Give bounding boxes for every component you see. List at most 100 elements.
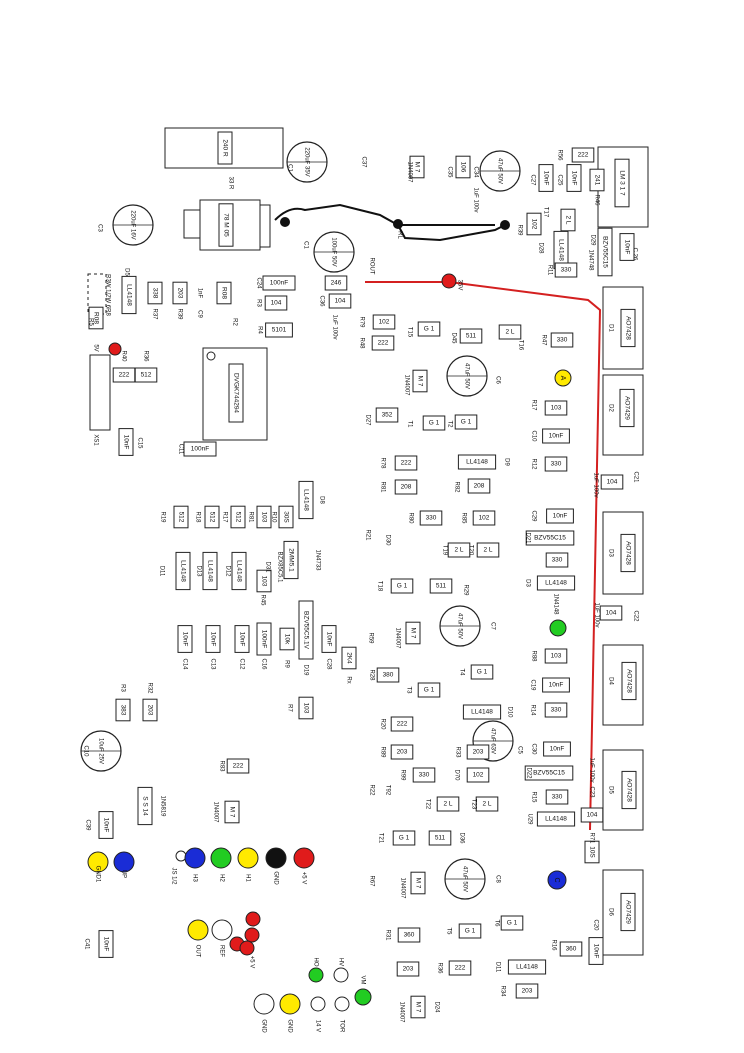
component-body <box>230 505 246 529</box>
reference-label: D10 <box>506 706 512 718</box>
capacitor-value: 47uF 50V <box>456 613 462 639</box>
component-body <box>324 275 348 291</box>
component-body <box>397 927 421 943</box>
component-value: M 7 <box>414 1002 421 1013</box>
test-pad <box>211 919 233 941</box>
component-body <box>550 332 574 348</box>
reference-label: R9 <box>283 660 289 668</box>
reference-label: R28 <box>368 669 374 681</box>
test-pad <box>237 847 259 869</box>
reference-label: R39 <box>516 224 522 236</box>
capacitor-value: 100uF 50V <box>330 237 336 266</box>
component-body <box>614 158 630 208</box>
component-body <box>321 625 337 653</box>
reference-label: H1 <box>244 874 250 882</box>
component-body <box>476 542 500 558</box>
component-body <box>234 625 250 653</box>
component-body <box>409 155 425 179</box>
component-body <box>217 131 233 165</box>
component-value: 511 <box>436 583 447 590</box>
reference-label: D22 <box>525 767 531 779</box>
reference-label: R20 <box>379 718 385 730</box>
reference-label: R21 <box>364 529 370 541</box>
component-value: 2K4 <box>345 652 352 664</box>
reference-label: R89 <box>379 746 385 758</box>
component-value: 103 <box>551 653 562 660</box>
reference-label: 1N4007 <box>212 801 218 823</box>
reference-label: T2 <box>446 420 452 428</box>
component-value: BZV55C5.1V <box>302 611 309 650</box>
component-body <box>175 551 191 591</box>
component-body <box>472 510 496 526</box>
reference-label: C7 <box>489 622 495 630</box>
component-body <box>620 892 636 932</box>
reference-label: D28 <box>537 242 543 254</box>
component-value: 203 <box>522 988 533 995</box>
component-body <box>173 505 189 529</box>
test-pad <box>239 940 255 956</box>
component-value: 246 <box>331 280 342 287</box>
component-body <box>390 578 414 594</box>
reference-label: 1N4007 <box>399 877 405 899</box>
component-value: M 7 <box>413 162 420 173</box>
reference-label: 1N4007 <box>398 1001 404 1023</box>
reference-label: 1uF 100v <box>588 757 594 782</box>
capacitor-value: 220uF 16V <box>129 210 135 239</box>
test-pad <box>175 850 187 862</box>
component-value: 203 <box>403 966 414 973</box>
component-body <box>589 168 605 192</box>
component-value: LL4148 <box>235 560 242 582</box>
reference-label: D24 <box>433 1001 439 1013</box>
component-value: 330 <box>561 267 572 274</box>
component-value: LL4148 <box>302 489 309 511</box>
component-value: 2 L <box>443 801 452 808</box>
component-value: 330 <box>551 707 562 714</box>
reference-label: T15 <box>406 327 412 338</box>
component-body <box>405 621 421 645</box>
component-body <box>410 995 426 1019</box>
component-body <box>410 871 426 895</box>
component-body <box>224 800 240 824</box>
component-value: 512 <box>141 372 152 379</box>
reference-label: R3 <box>119 684 125 692</box>
reference-label: T6 <box>493 919 499 927</box>
reference-label: 1uF 100v <box>592 472 598 497</box>
component-body <box>560 208 576 232</box>
reference-label: R32 <box>146 682 152 694</box>
component-value: 102 <box>530 219 537 230</box>
reference-label: REF <box>218 945 224 957</box>
reference-label: R2 <box>231 318 237 326</box>
component-value: LL4148 <box>557 239 564 261</box>
component-value: 330 <box>552 557 563 564</box>
test-pad <box>245 911 261 927</box>
reference-label: R16 <box>550 939 556 951</box>
reference-label: T20 <box>467 545 473 556</box>
component-body <box>256 569 272 593</box>
reference-label: T23 <box>470 799 476 810</box>
component-value: 10nF <box>102 818 109 833</box>
reference-label: C13 <box>209 658 215 670</box>
test-pad <box>354 988 372 1006</box>
component-value: AO7428 <box>625 778 632 802</box>
reference-label: T18 <box>376 581 382 592</box>
component-value: 104 <box>335 298 346 305</box>
component-value: G 1 <box>477 669 488 676</box>
reference-label: C27 <box>529 174 535 186</box>
test-pad <box>184 847 206 869</box>
reference-label: C9 <box>196 310 202 318</box>
component-value: 330 <box>557 337 568 344</box>
reference-label: D36 <box>458 832 464 844</box>
component-body <box>620 308 636 348</box>
component-value: 203 <box>397 749 408 756</box>
reference-label: 1N4733 <box>314 549 320 571</box>
component-body <box>462 704 502 720</box>
component-body <box>256 505 272 529</box>
component-value: 10nF <box>623 240 630 255</box>
component-body <box>500 915 524 931</box>
component-value: G 1 <box>397 583 408 590</box>
reference-label: C22 <box>632 610 638 622</box>
test-pad <box>308 967 324 983</box>
component-body <box>536 811 576 827</box>
test-pad <box>441 273 457 289</box>
component-value: 352 <box>382 412 393 419</box>
